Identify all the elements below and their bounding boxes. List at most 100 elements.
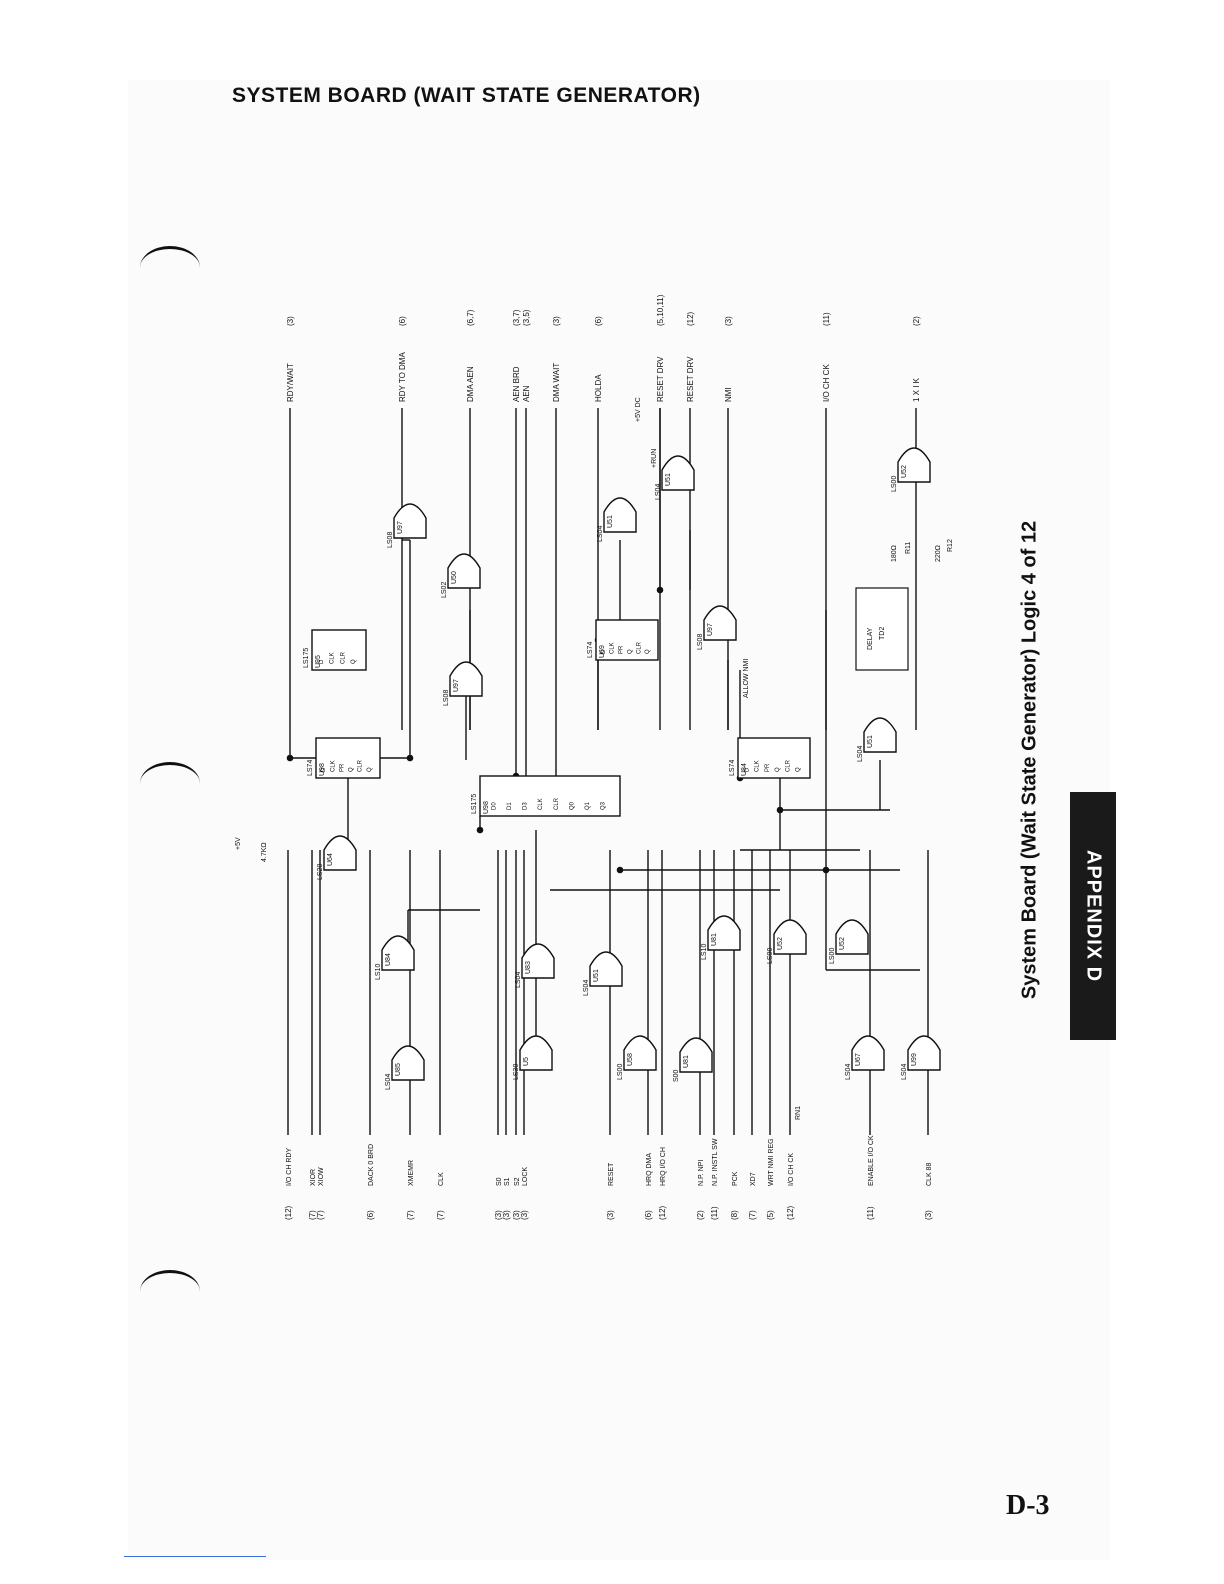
gate-ref: U51 xyxy=(607,515,614,528)
schematic-label: 180Ω xyxy=(891,545,898,562)
output-ref-label: (11) xyxy=(822,312,831,326)
gate-ref: U51 xyxy=(593,969,600,982)
input-signal-label: PCK xyxy=(732,1171,739,1186)
page-title: SYSTEM BOARD (WAIT STATE GENERATOR) xyxy=(232,84,701,107)
input-ref-label: (3) xyxy=(520,1210,529,1220)
gate-type: LS04 xyxy=(655,484,662,500)
gate-symbol xyxy=(907,1035,941,1071)
output-signal-label: RESET DRV xyxy=(686,356,695,402)
gate-ref: U51 xyxy=(867,735,874,748)
flip-flop-body xyxy=(315,737,381,779)
output-signal-label: DMA AEN xyxy=(466,366,475,402)
gate-type: LS02 xyxy=(441,582,448,598)
flip-flop-pin: D xyxy=(321,767,327,772)
input-ref-label: (8) xyxy=(730,1210,739,1220)
gate-symbol xyxy=(773,919,807,955)
flip-flop-body xyxy=(595,619,659,661)
input-signal-label: LOCK xyxy=(522,1167,529,1186)
gate-ref: U83 xyxy=(525,961,532,974)
gate-symbol xyxy=(521,943,555,979)
schematic-label: TD2 xyxy=(879,627,886,640)
gate-symbol xyxy=(623,1035,657,1071)
input-signal-label: WRT NMI REG xyxy=(768,1138,775,1186)
gate-ref: U97 xyxy=(453,679,460,692)
gate-type: LS00 xyxy=(891,476,898,492)
gate-symbol xyxy=(447,553,481,589)
output-signal-label: DMA WAIT xyxy=(552,363,561,402)
input-ref-label: (5) xyxy=(766,1210,775,1220)
input-signal-label: ENABLE I/O CK xyxy=(868,1135,875,1186)
output-signal-labels: RDY/WAIT(3)RDY TO DMA(6)DMA AEN(6,7)AEN … xyxy=(286,294,921,402)
appendix-tab: APPENDIX D xyxy=(1070,792,1116,1040)
output-signal-label: RDY/WAIT xyxy=(286,363,295,402)
flip-flop-pin: D1 xyxy=(507,802,513,810)
output-ref-label: (6) xyxy=(594,316,603,326)
input-ref-label: (7) xyxy=(406,1210,415,1220)
input-ref-label: (3) xyxy=(924,1210,933,1220)
input-signal-label: XD7 xyxy=(750,1172,757,1186)
gate-type: LS04 xyxy=(845,1064,852,1080)
gate-ref: U81 xyxy=(711,933,718,946)
flip-flop-type: LS74 xyxy=(729,760,736,776)
gate-type: LS08 xyxy=(697,634,704,650)
gate-symbol xyxy=(897,447,931,483)
input-signal-label: S0 xyxy=(496,1177,503,1186)
output-ref-label: (12) xyxy=(686,311,695,326)
gate-ref: U85 xyxy=(395,1063,402,1076)
gate-type: LS10 xyxy=(701,944,708,960)
input-signal-labels: (12)I/O CH RDY(7)XIOR(7)XIOW(6)DACK 0 BR… xyxy=(284,1135,933,1220)
input-signal-label: N.P. INSTL SW xyxy=(712,1138,719,1186)
appendix-tab-label: APPENDIX D xyxy=(1082,849,1105,983)
input-ref-label: (7) xyxy=(436,1210,445,1220)
flip-flop-pin: D xyxy=(601,649,607,654)
gate-ref: U99 xyxy=(911,1053,918,1066)
input-ref-label: (11) xyxy=(866,1206,875,1220)
output-signal-label: NMI xyxy=(724,387,733,402)
gate-type: LS04 xyxy=(597,526,604,542)
output-signal-label: RESET DRV xyxy=(656,356,665,402)
flip-flop-pin: Q0 xyxy=(569,801,575,810)
flip-flop-pin: PR xyxy=(619,645,625,654)
gate-type: LS08 xyxy=(443,690,450,706)
schematic-label: ALLOW NMI xyxy=(743,659,750,698)
input-ref-label: (3) xyxy=(512,1210,521,1220)
gate-ref: U52 xyxy=(839,937,846,950)
flip-flop-pin: CLR xyxy=(340,651,346,664)
flip-flop-body xyxy=(737,737,811,779)
output-signal-label: I/O CH CK xyxy=(822,364,831,402)
gate-symbol xyxy=(381,935,415,971)
input-signal-label: I/O CH CK xyxy=(788,1153,795,1186)
gate-type: LS04 xyxy=(901,1064,908,1080)
side-caption: System Board (Wait State Generator) Logi… xyxy=(1008,520,1052,1000)
gate-symbol xyxy=(679,1037,713,1073)
gate-ref: U52 xyxy=(777,937,784,950)
output-ref-label: (2) xyxy=(912,316,921,326)
output-ref-label: (3,7) xyxy=(512,309,521,326)
schematic-label: DELAY xyxy=(867,627,874,650)
input-signal-label: S2 xyxy=(514,1177,521,1186)
wire-junction xyxy=(406,754,414,762)
schematic-label: +5V xyxy=(235,837,242,850)
page-number: D-3 xyxy=(1006,1490,1050,1521)
schematic-label: R11 xyxy=(905,542,912,554)
gate-symbol xyxy=(323,835,357,871)
input-ref-label: (6) xyxy=(644,1210,653,1220)
gate-symbol xyxy=(661,455,695,491)
flip-flop-body xyxy=(311,629,367,671)
wire-junction xyxy=(616,866,624,874)
input-signal-label: HRQ DMA xyxy=(646,1153,653,1186)
flip-flop-pin: Q xyxy=(796,767,802,772)
flip-flop-pin: CLK xyxy=(538,798,544,810)
